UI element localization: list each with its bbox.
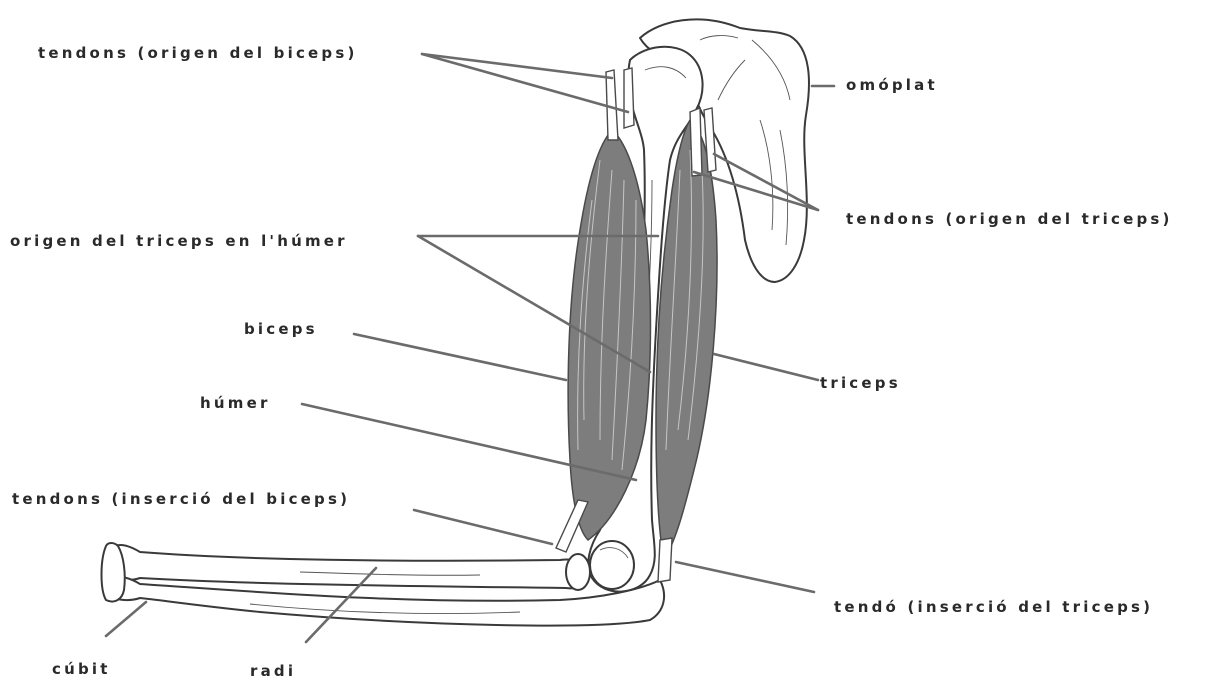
label-ulna: cúbit: [52, 660, 111, 678]
label-radius: radi: [250, 662, 296, 680]
label-biceps-insertion-tendons: tendons (inserció del biceps): [12, 490, 350, 508]
forearm-bones-icon: [102, 543, 665, 626]
leader-triceps: [714, 354, 818, 380]
leader-triceps-insertion: [676, 562, 814, 592]
leader-biceps: [354, 334, 566, 380]
label-triceps: triceps: [820, 374, 901, 392]
label-humerus: húmer: [200, 394, 271, 412]
label-triceps-insertion-tendon: tendó (inserció del triceps): [834, 598, 1153, 616]
leader-ulna: [106, 602, 146, 636]
label-biceps: biceps: [244, 320, 318, 338]
leader-biceps-origin-a: [422, 54, 612, 78]
label-triceps-origin-tendons: tendons (origen del triceps): [846, 210, 1173, 228]
label-biceps-origin-tendons: tendons (origen del biceps): [38, 44, 358, 62]
leader-biceps-origin-b: [422, 54, 628, 112]
arm-illustration: [102, 19, 809, 625]
label-triceps-origin-humerus: origen del triceps en l'húmer: [10, 232, 348, 250]
leader-biceps-insertion: [414, 510, 552, 544]
triceps-insertion-tendon-icon: [658, 538, 672, 582]
label-scapula: omóplat: [846, 76, 938, 94]
